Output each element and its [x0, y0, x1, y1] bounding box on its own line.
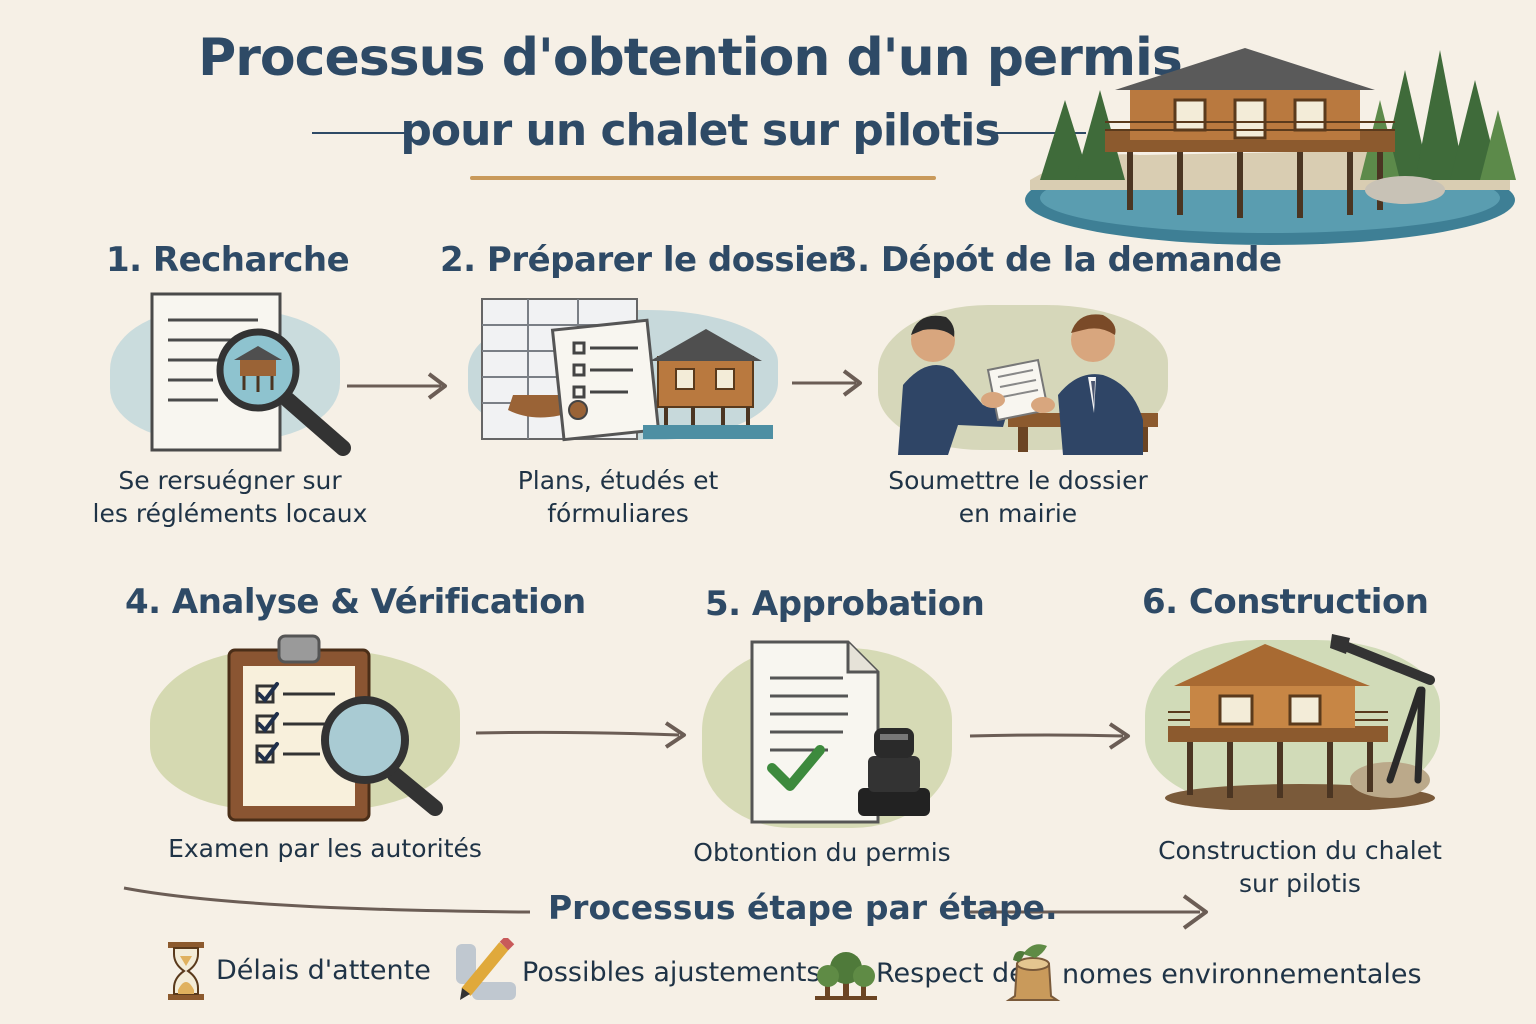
step-3-description-line1: Soumettre le dossier — [888, 466, 1148, 495]
footer-progress-arrow — [123, 886, 1208, 930]
step-5-description: Obtontion du permis — [672, 836, 972, 869]
approved-stamp-icon — [750, 640, 930, 824]
legend-label-delays: Délais d'attente — [216, 955, 431, 986]
page-title: Processus d'obtention d'un permis — [198, 28, 1183, 88]
title-underline — [470, 176, 936, 180]
legend-label-adjustments: Possibles ajustements — [522, 957, 821, 988]
arrow-step-5-to-6 — [969, 722, 1130, 750]
arrow-step-2-to-3 — [792, 369, 862, 397]
step-1-description-line2: les régléments locaux — [92, 499, 368, 528]
step-4-description-line1: Examen par les autorités — [168, 834, 482, 863]
subtitle-rule-left — [312, 132, 408, 134]
step-4-title: 4. Analyse & Vérification — [125, 582, 586, 622]
step-3-title: 3. Dépót de la demande — [834, 240, 1282, 280]
step-3-description: Soumettre le dossier en mairie — [868, 464, 1168, 530]
step-6-description: Construction du chalet sur pilotis — [1145, 834, 1455, 900]
plans-and-forms-icon — [481, 298, 773, 442]
legend-label-respect: Respect de — [876, 958, 1026, 989]
step-2-description-line2: fórmuliares — [547, 499, 689, 528]
step-6-description-line2: sur pilotis — [1239, 869, 1361, 898]
step-1-description-line1: Se rersuégner sur — [118, 466, 342, 495]
step-2-title: 2. Préparer le dossier — [440, 240, 845, 280]
step-6-title: 6. Construction — [1142, 582, 1429, 622]
arrow-step-4-to-5 — [475, 721, 686, 749]
clipboard-check-icon — [227, 634, 443, 822]
step-6-description-line1: Construction du chalet — [1158, 836, 1442, 865]
document-magnifier-icon — [150, 292, 351, 456]
trees-icon — [815, 952, 877, 1000]
subtitle-rule-right — [990, 132, 1086, 134]
arrow-step-1-to-2 — [347, 372, 447, 400]
header-chalet-illustration — [1025, 48, 1516, 245]
construction-chalet-icon — [1165, 634, 1435, 810]
legend-label-environmental-norms: nomes environnementales — [1062, 959, 1422, 990]
footer-label: Processus étape par étape. — [548, 888, 1058, 927]
pencil-icon — [456, 938, 516, 1000]
handover-icon — [898, 314, 1158, 455]
step-1-title: 1. Recharche — [106, 240, 350, 280]
page-subtitle: pour un chalet sur pilotis — [400, 105, 1000, 156]
step-3-description-line2: en mairie — [958, 499, 1078, 528]
step-2-description: Plans, étudés et fórmuliares — [468, 464, 768, 530]
step-2-description-line1: Plans, étudés et — [517, 466, 719, 495]
step-5-title: 5. Approbation — [705, 584, 985, 624]
stump-icon — [1005, 944, 1061, 1001]
hourglass-icon — [168, 942, 204, 1000]
step-1-description: Se rersuégner sur les régléments locaux — [80, 464, 380, 530]
step-5-description-line1: Obtontion du permis — [693, 838, 951, 867]
step-4-description: Examen par les autorités — [165, 832, 485, 865]
